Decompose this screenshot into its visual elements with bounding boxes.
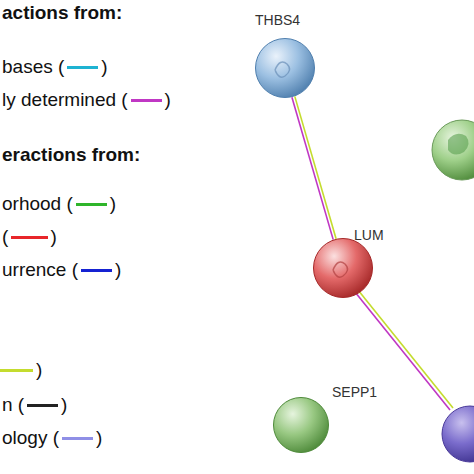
legend-text: n ( ) <box>2 394 67 416</box>
legend-heading: eractions from: <box>2 144 140 166</box>
interaction-edge <box>292 96 336 239</box>
node-label: SEPP1 <box>332 384 377 400</box>
legend-text: ology ( ) <box>2 427 102 449</box>
legend-text: orhood ( ) <box>2 193 116 215</box>
sphere-shape <box>313 238 373 298</box>
legend-text: bases ( ) <box>2 56 108 78</box>
protein-node <box>442 406 474 462</box>
protein-structure <box>333 262 348 277</box>
protein-node: THBS4 <box>255 38 315 98</box>
legend-text: ) <box>36 359 42 381</box>
sphere-shape <box>255 38 315 98</box>
legend-text: urrence ( ) <box>2 259 121 281</box>
sphere <box>274 398 329 453</box>
legend-heading: actions from: <box>2 2 122 24</box>
protein-structure <box>448 134 469 155</box>
sphere <box>256 39 315 98</box>
sphere-shape <box>273 397 329 453</box>
node-label: THBS4 <box>255 12 300 28</box>
edge-line <box>292 97 333 239</box>
legend-text: ly determined ( ) <box>2 89 171 111</box>
node-label: LUM <box>354 227 384 243</box>
sphere <box>314 239 373 298</box>
protein-node <box>432 120 474 180</box>
protein-structure <box>275 62 290 77</box>
legend-line-sample <box>0 369 33 372</box>
legend-text: ( ) <box>2 226 57 248</box>
protein-node: LUM <box>313 238 373 298</box>
edge-line <box>295 96 336 238</box>
protein-node: SEPP1 <box>273 397 329 453</box>
